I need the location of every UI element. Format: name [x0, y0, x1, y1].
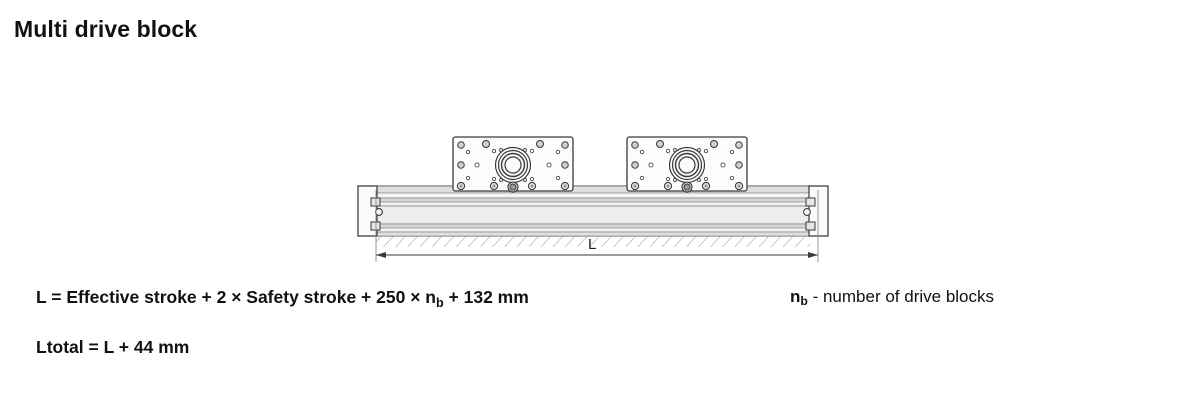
page-title: Multi drive block [14, 16, 198, 42]
formula-length-subscript: b [435, 295, 444, 310]
linear-rail-profile [357, 185, 829, 237]
block-2-bolt-holes [630, 140, 744, 193]
legend-symbol-subscript: b [800, 294, 808, 309]
dimension-L [375, 190, 819, 262]
formula-length-lhs: L = Effective stroke + 2 × Safety stroke… [36, 287, 436, 307]
motor-flange-1 [494, 146, 532, 184]
block-1-bolt-holes [456, 140, 570, 193]
dimension-label-L: L [588, 236, 597, 253]
formula-total-length: Ltotal = L + 44 mm [36, 337, 190, 357]
drive-block-2 [626, 136, 748, 193]
end-cap-right [803, 185, 829, 237]
legend-description: - number of drive blocks [807, 287, 995, 306]
formula-length: L = Effective stroke + 2 × Safety stroke… [36, 287, 529, 310]
legend-nb: nb - number of drive blocks [790, 287, 995, 309]
drive-block-1 [452, 136, 574, 193]
end-cap-left [357, 185, 383, 237]
formula-length-rhs: + 132 mm [443, 287, 529, 307]
legend-symbol: n [790, 287, 801, 306]
